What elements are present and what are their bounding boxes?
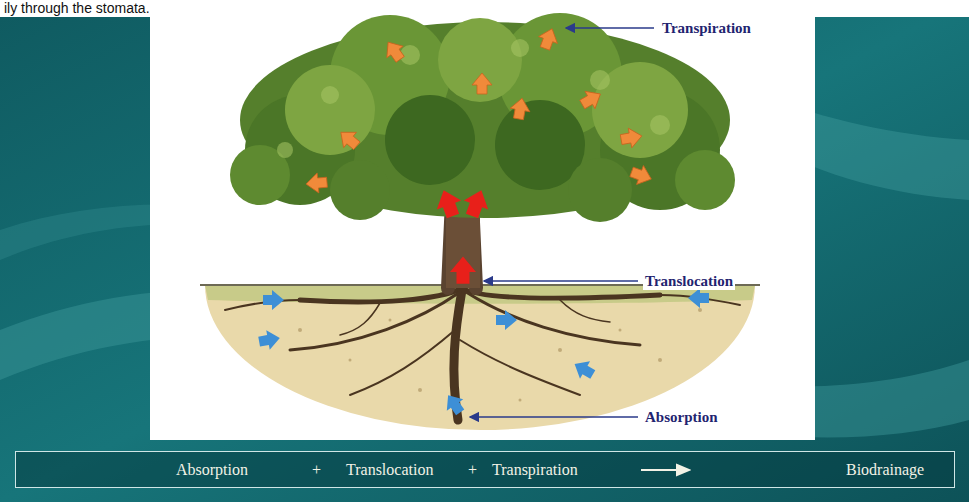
process-label: Transpiration — [660, 19, 753, 37]
canopy — [230, 13, 735, 222]
plus-sign: + — [312, 460, 321, 480]
plus-sign: + — [468, 460, 477, 480]
process-label: Absorption — [643, 408, 720, 426]
term-text: Translocation — [346, 460, 433, 480]
term-text: Transpiration — [492, 460, 578, 480]
translocation-arrows — [431, 186, 493, 284]
soil — [205, 285, 755, 430]
leader-lines — [470, 28, 654, 417]
process-label: Translocation — [643, 272, 735, 290]
result-arrow — [641, 463, 691, 477]
cropped-text: ily through the stomata. — [2, 0, 152, 16]
term-text: Biodrainage — [846, 460, 924, 480]
term-text: Absorption — [176, 460, 248, 480]
white-panel — [150, 17, 815, 440]
absorption-arrows — [257, 288, 709, 418]
formula-bar: Absorption + Translocation + Transpiration Bi… — [15, 451, 955, 488]
transpiration-arrows — [305, 25, 655, 194]
